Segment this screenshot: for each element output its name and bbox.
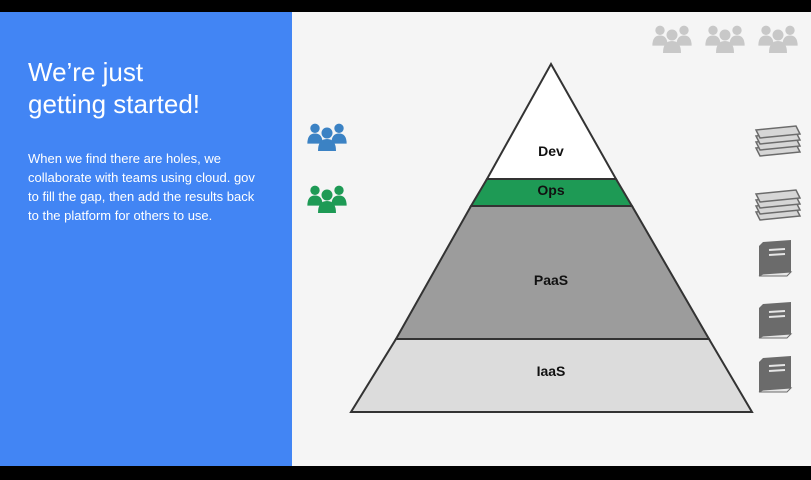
paper-stack-icon [754, 189, 802, 221]
people-group-icon [705, 26, 744, 53]
label-ops: Ops [537, 182, 564, 198]
book-icon [758, 356, 793, 393]
book-icon [758, 240, 793, 277]
book-icon [758, 302, 793, 339]
pyramid-layer-iaas [349, 338, 754, 413]
paper-stack-icon [754, 125, 802, 157]
people-group-icon [307, 124, 346, 151]
label-dev: Dev [538, 143, 564, 159]
slide-title: We’re just getting started! [28, 57, 200, 119]
pyramid: Dev Ops PaaS IaaS [349, 61, 754, 413]
people-group-icon [758, 26, 797, 53]
top-people-groups [652, 26, 797, 53]
label-iaas: IaaS [537, 363, 566, 379]
slide-body-text: When we find there are holes, we collabo… [28, 151, 255, 223]
pyramid-layer-dev [485, 61, 618, 180]
label-paas: PaaS [534, 272, 568, 288]
left-text-panel: We’re just getting started! When we find… [0, 12, 292, 466]
stack-diagram: Dev Ops PaaS IaaS [0, 12, 802, 413]
people-group-icon [307, 186, 346, 213]
people-group-icon [652, 26, 691, 53]
slide: We’re just getting started! When we find… [0, 12, 811, 466]
